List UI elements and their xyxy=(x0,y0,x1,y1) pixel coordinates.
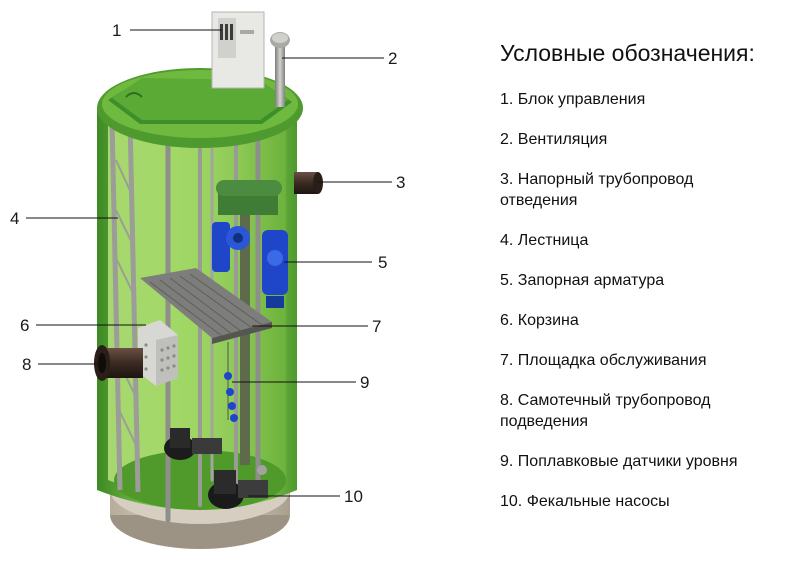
callout-4: 4 xyxy=(10,209,19,228)
tank-rim-and-lid xyxy=(97,68,303,148)
legend-item: 3. Напорный трубопровод отведения xyxy=(500,171,694,209)
debris-basket xyxy=(138,320,178,386)
callout-5: 5 xyxy=(378,253,387,272)
legend-item: 10. Фекальные насосы xyxy=(500,493,670,510)
legend-title: Условные обозначения: xyxy=(500,40,755,66)
legend-item: 2. Вентиляция xyxy=(500,131,608,148)
legend-item: 7. Площадка обслуживания xyxy=(500,352,707,369)
float-level-sensors xyxy=(224,342,238,422)
internal-discharge-pipe xyxy=(216,180,282,465)
shutoff-valves xyxy=(212,222,288,308)
legend-item: 5. Запорная арматура xyxy=(500,272,665,289)
discharge-pipe-outlet xyxy=(294,172,323,194)
callout-6: 6 xyxy=(20,316,29,335)
callout-3: 3 xyxy=(396,173,405,192)
service-platform xyxy=(140,268,272,344)
sewage-pumps xyxy=(164,428,268,509)
legend-list: 1. Блок управления 2. Вентиляция 3. Напо… xyxy=(500,89,800,512)
callout-numbers: 1 2 3 4 5 6 7 8 9 10 xyxy=(10,21,405,506)
ventilation-pipe xyxy=(270,32,290,107)
gravity-inlet-pipe xyxy=(94,345,143,381)
legend-item: 4. Лестница xyxy=(500,232,589,249)
callout-8: 8 xyxy=(22,355,31,374)
callout-lines xyxy=(26,29,392,497)
legend-item: 9. Поплавковые датчики уровня xyxy=(500,453,738,470)
legend-panel: Условные обозначения: 1. Блок управления… xyxy=(500,40,800,512)
legend-item: 1. Блок управления xyxy=(500,91,646,108)
callout-1: 1 xyxy=(112,21,121,40)
callout-2: 2 xyxy=(388,49,397,68)
legend-item: 8. Самотечный трубопровод подведения xyxy=(500,392,711,430)
callout-9: 9 xyxy=(360,373,369,392)
callout-7: 7 xyxy=(372,317,381,336)
control-box xyxy=(211,11,265,89)
pump-station-diagram: 1 2 3 4 5 6 7 8 9 10 xyxy=(10,11,405,549)
callout-10: 10 xyxy=(344,487,363,506)
legend-item: 6. Корзина xyxy=(500,312,579,329)
